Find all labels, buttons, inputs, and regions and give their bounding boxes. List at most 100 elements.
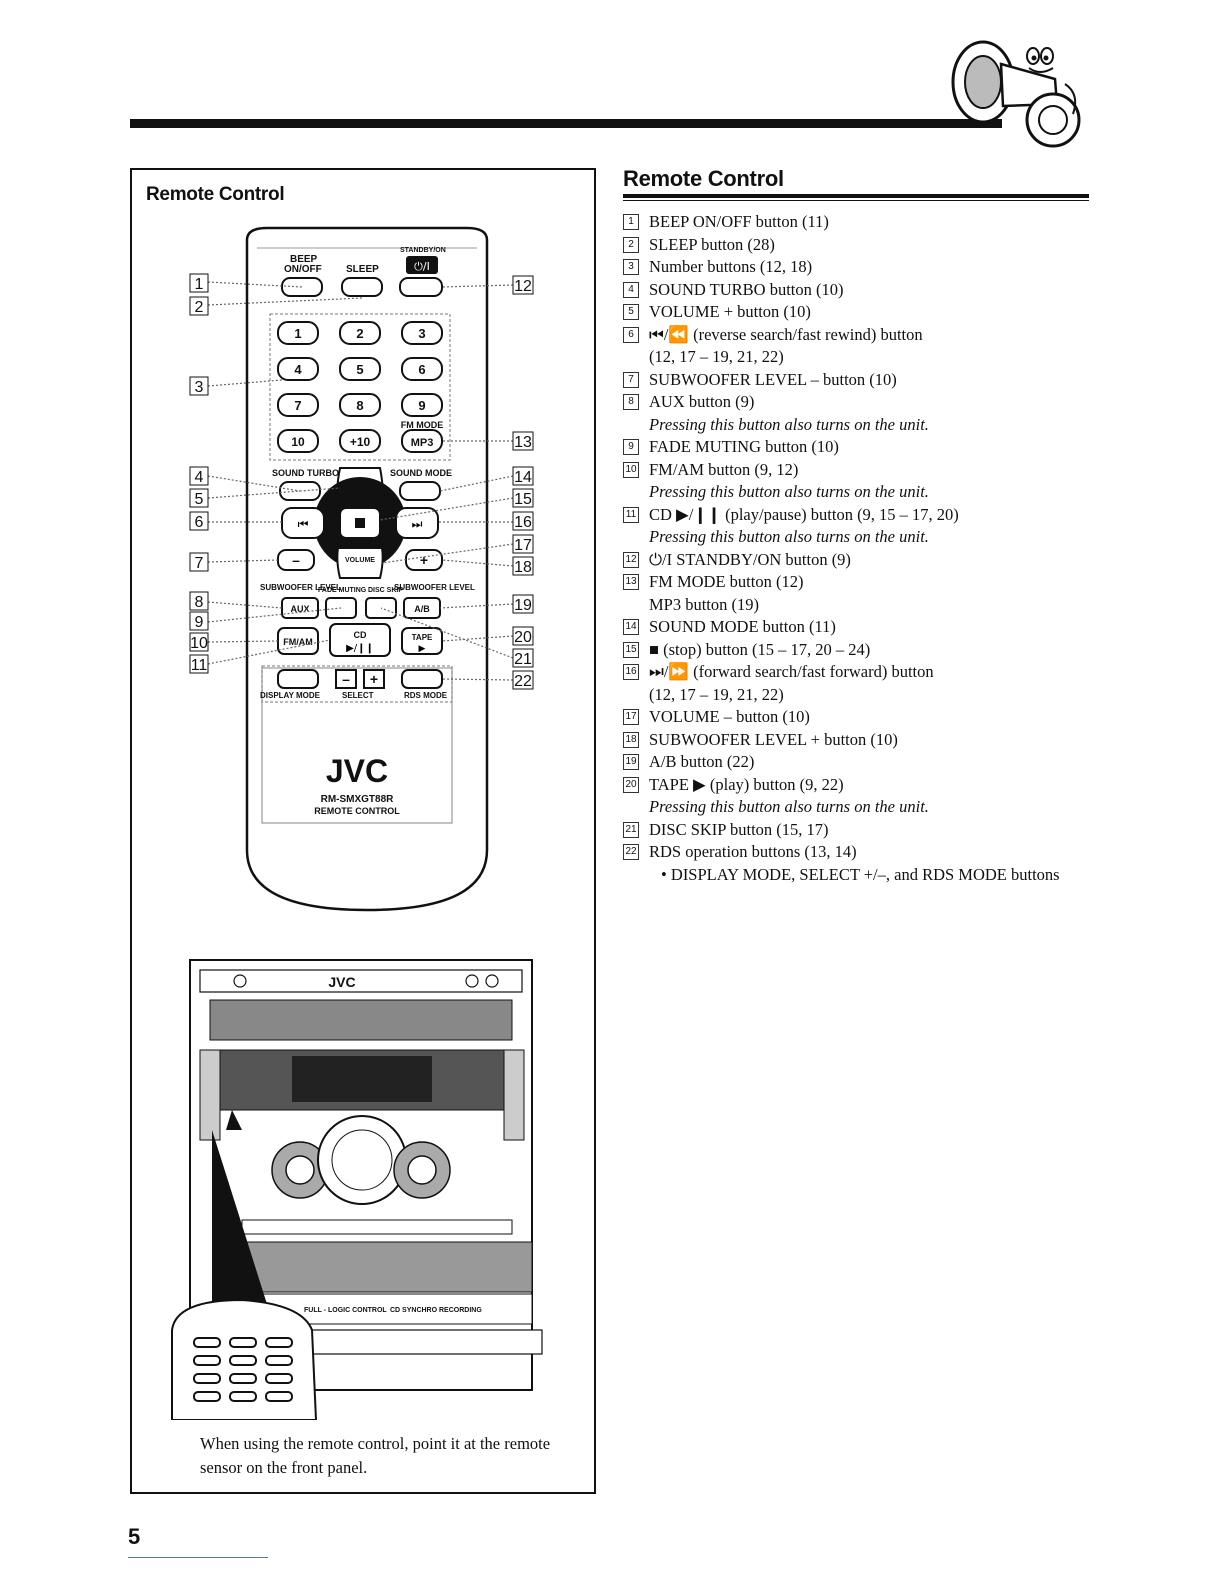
remote-model: RM-SMXGT88R: [321, 794, 395, 805]
unit-brand: JVC: [328, 974, 355, 990]
tape-play-button[interactable]: [401, 627, 443, 655]
standby-button[interactable]: [406, 256, 438, 274]
number-key-1[interactable]: [277, 321, 319, 345]
section-rule: [623, 194, 1089, 198]
sound-mode-button[interactable]: [399, 481, 441, 501]
label-aux: AUX: [290, 604, 309, 614]
fm-am-button[interactable]: [277, 627, 319, 655]
item-text: AUX button (9): [649, 392, 755, 411]
number-key-2[interactable]: [339, 321, 381, 345]
callout-15: 15: [514, 491, 532, 508]
number-key-8[interactable]: [339, 393, 381, 417]
key-label: +10: [350, 435, 371, 449]
display-mode-button[interactable]: [277, 669, 319, 689]
item-body: SUBWOOFER LEVEL + button (10): [649, 729, 1093, 752]
volume-minus-button[interactable]: [336, 547, 384, 579]
select-minus-button[interactable]: [335, 669, 357, 689]
label-tape: TAPE: [412, 633, 433, 642]
label-disc-skip: DISC SKIP: [368, 587, 403, 594]
label-sleep: SLEEP: [346, 264, 379, 275]
remote-illustration-panel: Remote Control .rt { font-family: "Liber…: [130, 168, 596, 1494]
remote-model-sub: REMOTE CONTROL: [314, 806, 400, 816]
item-body: ■ (stop) button (15 – 17, 20 – 24): [649, 639, 1093, 662]
select-plus-button[interactable]: [363, 669, 385, 689]
aux-button[interactable]: [281, 597, 319, 619]
callout-16: 16: [514, 514, 532, 531]
list-item: 18 SUBWOOFER LEVEL + button (10): [623, 729, 1093, 752]
list-item: 16⏭/⏩ (forward search/fast forward) butt…: [623, 661, 1093, 706]
item-text: Number buttons (12, 18): [649, 257, 813, 276]
item-number-box: 4: [623, 281, 639, 298]
item-text: DISC SKIP button (15, 17): [649, 819, 829, 839]
item-body: SLEEP button (28): [649, 234, 1093, 257]
item-text: RDS operation buttons (13, 14): [649, 842, 857, 861]
number-key-9[interactable]: [401, 393, 443, 417]
item-number-box: 7: [623, 371, 639, 388]
item-text: ■ (stop) button (15 – 17, 20 – 24): [649, 639, 871, 659]
label-sound-turbo: SOUND TURBO: [272, 468, 339, 478]
item-text: (12, 17 – 19, 21, 22): [649, 684, 784, 704]
callout-19: 19: [514, 597, 532, 614]
sleep-button[interactable]: [341, 277, 383, 297]
label-standby: STANDBY/ON: [400, 247, 446, 254]
label-mp3: MP3: [411, 437, 434, 449]
item-text: MP3 button (19): [649, 594, 760, 614]
rds-mode-button[interactable]: [401, 669, 443, 689]
callout-2: 2: [195, 299, 204, 316]
label-rds-mode: RDS MODE: [404, 691, 448, 700]
rewind-button[interactable]: [281, 507, 325, 539]
callout-5: 5: [195, 491, 204, 508]
item-body: DISC SKIP button (15, 17): [649, 819, 1093, 842]
item-text: VOLUME + button (10): [649, 302, 811, 321]
number-key-plus10[interactable]: [339, 429, 381, 453]
number-key-4[interactable]: [277, 357, 319, 381]
label-fm-mode: FM MODE: [401, 420, 444, 430]
item-number-box: 5: [623, 304, 639, 320]
number-key-7[interactable]: [277, 393, 319, 417]
item-text: ⏻/I STANDBY/ON button (9): [649, 549, 851, 569]
list-item: 5 VOLUME + button (10): [623, 301, 1093, 324]
item-body: RDS operation buttons (13, 14)• DISPLAY …: [649, 841, 1093, 886]
play-pause-icon: ▶/❙❙: [346, 643, 374, 654]
subwoofer-minus-button[interactable]: [277, 549, 315, 571]
label-subwoofer-level: SUBWOOFER LEVEL: [260, 583, 341, 592]
beep-button[interactable]: [281, 277, 323, 297]
number-key-10[interactable]: [277, 429, 319, 453]
remote-usage-caption: When using the remote control, point it …: [200, 1434, 551, 1477]
item-number-box: 12: [623, 551, 639, 568]
item-number-box: 18: [623, 731, 639, 748]
forward-button[interactable]: [395, 507, 439, 539]
item-text: FM MODE button (12): [649, 572, 804, 591]
item-text: SUBWOOFER LEVEL – button (10): [649, 369, 897, 389]
plus-icon: +: [370, 671, 378, 687]
callout-20: 20: [514, 629, 532, 646]
jvc-logo: JVC: [326, 753, 388, 789]
item-text: SOUND MODE button (11): [649, 617, 836, 636]
mp3-button[interactable]: [401, 429, 443, 453]
number-key-5[interactable]: [339, 357, 381, 381]
unit-label: FULL - LOGIC CONTROL: [304, 1307, 387, 1314]
number-key-3[interactable]: [401, 321, 443, 345]
page-number: 5: [128, 1524, 141, 1549]
label-ab: A/B: [414, 604, 430, 614]
label-onoff: ON/OFF: [284, 264, 322, 275]
key-label: 2: [356, 326, 363, 341]
key-label: 6: [418, 362, 425, 377]
item-text: CD ▶/❙❙ (play/pause) button (9, 15 – 17,…: [649, 504, 959, 524]
callout-11: 11: [191, 657, 208, 674]
item-number-box: 16: [623, 664, 639, 680]
callout-numbers-right: 12 13 14 15 16 17 18 19 20 21 22: [512, 275, 534, 690]
item-body: FADE MUTING button (10): [649, 436, 1093, 459]
forward-icon: ⏭: [412, 517, 423, 531]
callout-8: 8: [195, 594, 204, 611]
list-item: 15■ (stop) button (15 – 17, 20 – 24): [623, 639, 1093, 662]
number-key-6[interactable]: [401, 357, 443, 381]
item-body: Number buttons (12, 18): [649, 256, 1093, 279]
list-item: 12 ⏻/I STANDBY/ON button (9): [623, 549, 1093, 572]
